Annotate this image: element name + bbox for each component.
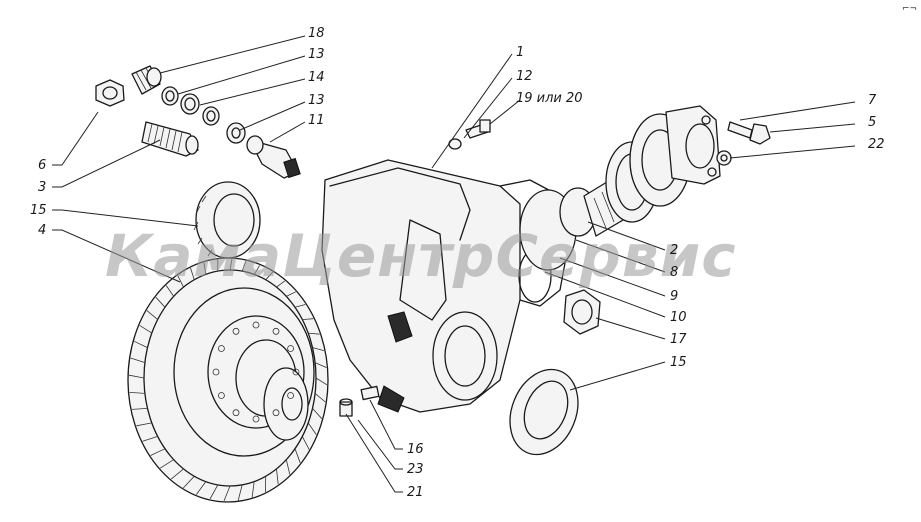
leader-lines xyxy=(52,35,856,493)
callout-14: 14 xyxy=(308,70,325,85)
part-shim-13a xyxy=(161,86,179,106)
part-sleeve-18 xyxy=(131,65,162,95)
part-bolt-7 xyxy=(727,121,771,145)
callout-6: 6 xyxy=(38,158,46,173)
part-pin-11 xyxy=(246,135,301,179)
part-stud-3 xyxy=(141,121,199,157)
part-pinion-assembly xyxy=(519,105,721,271)
callout-15-right: 15 xyxy=(670,355,687,370)
callouts: 18 13 14 13 11 6 3 15 4 1 12 19 или 20 7… xyxy=(30,26,885,500)
part-shim-13b xyxy=(226,122,246,144)
part-bolt-12-19 xyxy=(448,119,491,150)
callout-13-mid: 13 xyxy=(308,93,325,108)
corner-mark: ⌐¬ xyxy=(902,4,917,14)
callout-7: 7 xyxy=(868,93,877,108)
callout-8: 8 xyxy=(670,265,678,280)
callout-16: 16 xyxy=(407,442,424,457)
callout-10: 10 xyxy=(670,310,687,325)
callout-1: 1 xyxy=(516,45,524,60)
callout-23: 23 xyxy=(407,462,424,477)
callout-21: 21 xyxy=(407,485,424,500)
watermark-text: КамаЦентрСервис xyxy=(105,222,737,290)
part-nut-17 xyxy=(563,289,601,335)
callout-18: 18 xyxy=(308,26,325,41)
callout-17: 17 xyxy=(670,332,687,347)
part-nut-6 xyxy=(95,79,125,107)
callout-15-left: 15 xyxy=(30,203,47,218)
callout-5: 5 xyxy=(868,115,876,130)
callout-22: 22 xyxy=(868,137,885,152)
callout-11: 11 xyxy=(308,113,325,128)
callout-2: 2 xyxy=(670,243,678,258)
callout-4: 4 xyxy=(38,223,46,238)
callout-12: 12 xyxy=(516,69,533,84)
callout-9: 9 xyxy=(670,289,678,304)
part-bolt-21-23 xyxy=(339,385,380,417)
callout-19-or-20: 19 или 20 xyxy=(516,91,583,106)
callout-3: 3 xyxy=(38,180,46,195)
part-bearing-15-right xyxy=(509,368,579,456)
part-housing-1 xyxy=(212,159,571,423)
part-ring-gear-4 xyxy=(127,257,329,503)
callout-13-top: 13 xyxy=(308,47,325,62)
part-seal-14 xyxy=(180,93,220,126)
part-washer-22 xyxy=(716,150,732,166)
